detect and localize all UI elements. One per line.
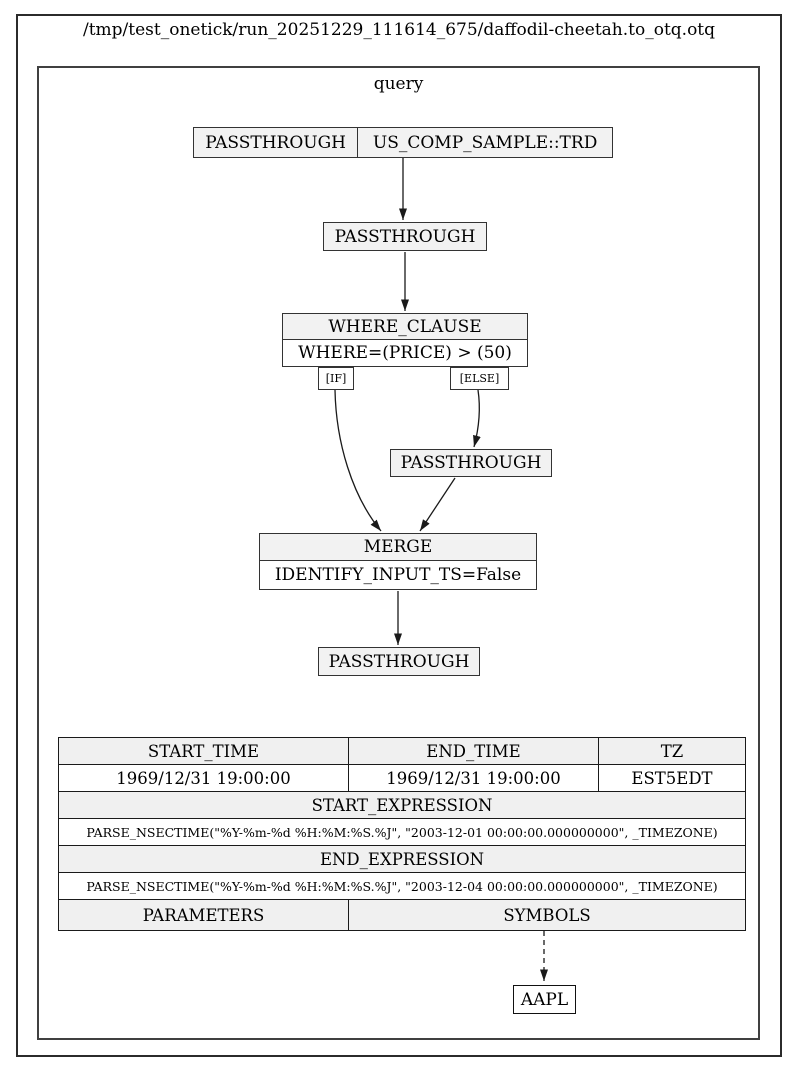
where-clause-if-port: [IF] xyxy=(318,367,354,390)
start-expression-value-row: PARSE_NSECTIME("%Y-%m-%d %H:%M:%S.%J", "… xyxy=(58,818,746,846)
merge-title: MERGE xyxy=(260,534,536,561)
file-title: /tmp/test_onetick/run_20251229_111614_67… xyxy=(82,20,716,40)
node-source: PASSTHROUGH US_COMP_SAMPLE::TRD xyxy=(193,127,613,158)
node-passthrough-1: PASSTHROUGH xyxy=(323,222,487,251)
tz-value: EST5EDT xyxy=(598,764,746,792)
where-clause-else-port: [ELSE] xyxy=(450,367,509,390)
start-expression-value: PARSE_NSECTIME("%Y-%m-%d %H:%M:%S.%J", "… xyxy=(58,818,746,846)
end-time-header: END_TIME xyxy=(348,737,599,765)
symbols-header: SYMBOLS xyxy=(348,899,746,931)
start-expression-header: START_EXPRESSION xyxy=(58,791,746,819)
info-table: START_TIME END_TIME TZ 1969/12/31 19:00:… xyxy=(58,737,746,931)
parameters-header: PARAMETERS xyxy=(58,899,349,931)
time-value-row: 1969/12/31 19:00:00 1969/12/31 19:00:00 … xyxy=(58,764,746,792)
parameters-symbols-row: PARAMETERS SYMBOLS xyxy=(58,899,746,931)
node-where-clause: WHERE_CLAUSE WHERE=(PRICE) > (50) xyxy=(282,313,528,367)
node-passthrough-out: PASSTHROUGH xyxy=(318,647,480,676)
query-cluster-label: query xyxy=(373,74,424,94)
where-clause-title: WHERE_CLAUSE xyxy=(283,314,527,340)
end-expression-value-row: PARSE_NSECTIME("%Y-%m-%d %H:%M:%S.%J", "… xyxy=(58,872,746,900)
end-expression-header-row: END_EXPRESSION xyxy=(58,845,746,873)
start-time-value: 1969/12/31 19:00:00 xyxy=(58,764,349,792)
tz-header: TZ xyxy=(598,737,746,765)
node-symbol-aapl: AAPL xyxy=(513,985,576,1014)
query-cluster-frame xyxy=(37,66,760,1040)
start-time-header: START_TIME xyxy=(58,737,349,765)
source-db-cell: US_COMP_SAMPLE::TRD xyxy=(357,128,612,157)
node-passthrough-else: PASSTHROUGH xyxy=(390,449,552,477)
start-expression-header-row: START_EXPRESSION xyxy=(58,791,746,819)
node-merge: MERGE IDENTIFY_INPUT_TS=False xyxy=(259,533,537,590)
end-expression-header: END_EXPRESSION xyxy=(58,845,746,873)
where-clause-condition: WHERE=(PRICE) > (50) xyxy=(283,339,527,366)
end-expression-value: PARSE_NSECTIME("%Y-%m-%d %H:%M:%S.%J", "… xyxy=(58,872,746,900)
merge-param: IDENTIFY_INPUT_TS=False xyxy=(260,560,536,589)
source-ep-cell: PASSTHROUGH xyxy=(205,132,346,153)
file-frame xyxy=(16,14,782,1057)
end-time-value: 1969/12/31 19:00:00 xyxy=(348,764,599,792)
time-header-row: START_TIME END_TIME TZ xyxy=(58,737,746,765)
